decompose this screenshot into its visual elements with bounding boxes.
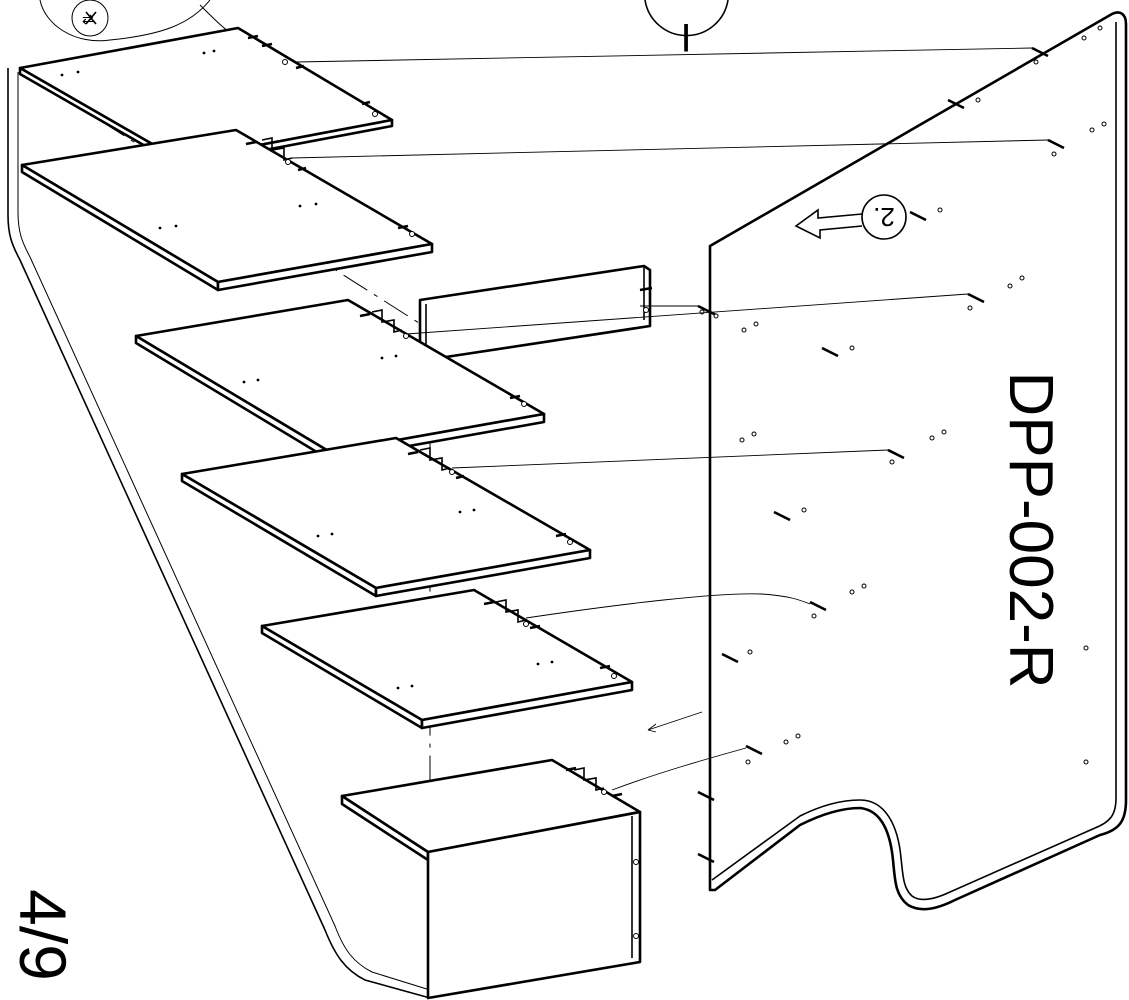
direction-arrow-small <box>647 711 703 733</box>
side-panel-right <box>708 11 1128 911</box>
model-code: DPP-002-R <box>996 372 1065 689</box>
back-rail <box>418 264 653 362</box>
hand-tighten-icon: ⇄ <box>39 0 241 42</box>
leader-lines <box>291 47 1049 791</box>
page-number: 4/9 <box>6 889 80 981</box>
step-badge-label: 2. <box>873 202 895 232</box>
direction-arrow-icon <box>794 208 863 240</box>
top-step-badge: I <box>644 0 729 59</box>
side-panel-left <box>7 68 431 999</box>
panel-holes <box>699 25 1107 765</box>
bottom-box <box>340 758 642 1000</box>
top-badge-label: I <box>680 15 691 59</box>
svg-text:⇄: ⇄ <box>82 11 94 27</box>
shelf-1 <box>18 26 394 168</box>
shelf-5 <box>260 588 634 730</box>
step-badge: 2. <box>861 194 907 240</box>
shelf-2 <box>20 128 434 292</box>
shelf-4 <box>180 436 592 598</box>
